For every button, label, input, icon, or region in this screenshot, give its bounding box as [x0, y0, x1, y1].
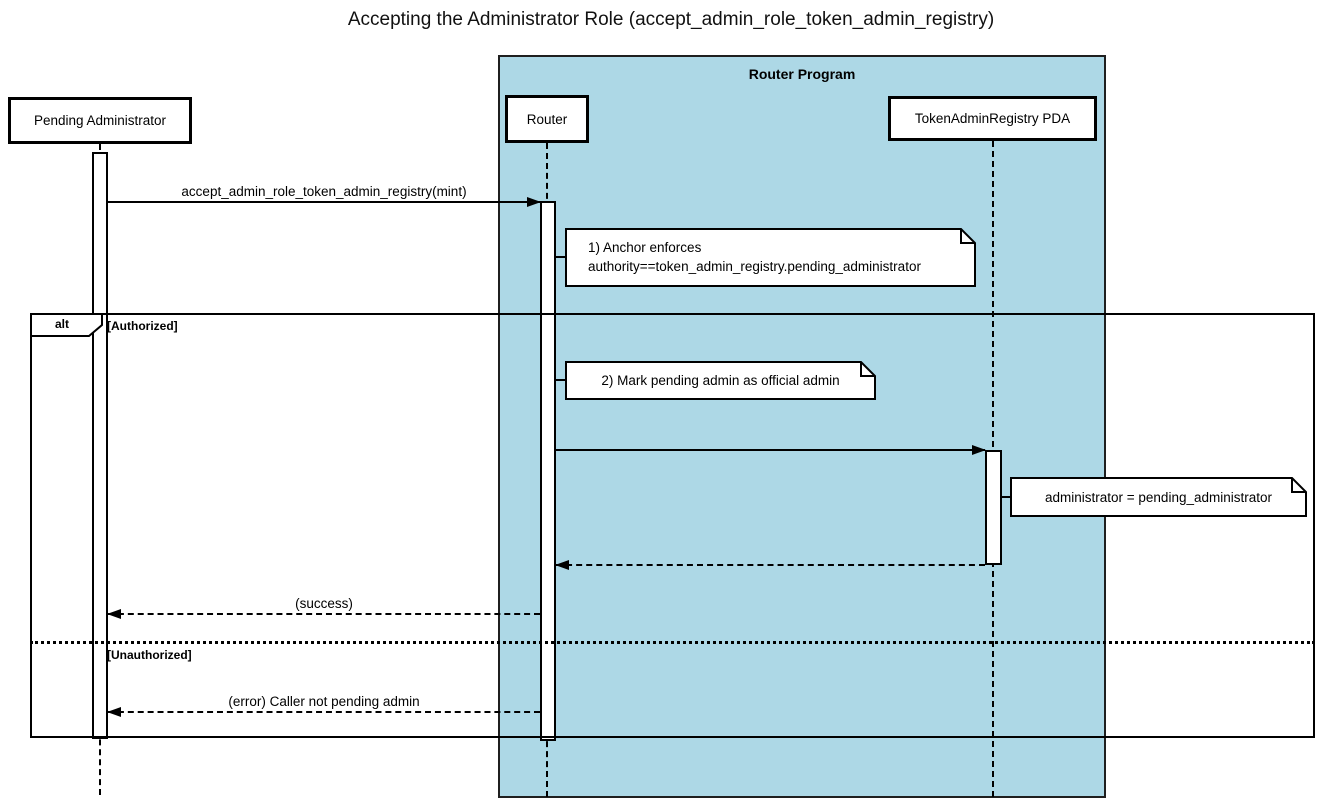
message-accept-admin-role-call-label: accept_admin_role_token_admin_registry(m… [181, 184, 467, 199]
arrowhead-right-icon [972, 445, 986, 455]
router-program-label: Router Program [748, 66, 856, 82]
note-shape [565, 228, 976, 287]
note1-connector [555, 256, 566, 258]
activation-pending-administrator [92, 152, 108, 739]
note-mark-pending-admin-text: 2) Mark pending admin as official admin [601, 373, 840, 388]
activation-router [540, 201, 556, 741]
router-program-frame: Router Program [498, 55, 1106, 798]
arrowhead-left-icon [555, 560, 569, 570]
note2-connector [555, 379, 566, 381]
message-success-return: (success) [107, 596, 540, 619]
alt-operator-pentagon [30, 313, 103, 337]
note-anchor-enforces-text: 1) Anchor enforces authority==token_admi… [565, 228, 976, 276]
note-mark-pending-admin: 2) Mark pending admin as official admin [565, 361, 876, 400]
note-shape [1010, 477, 1307, 517]
alt-divider [30, 641, 1315, 644]
activation-token-admin-registry-pda [985, 450, 1002, 565]
note-administrator-assignment: administrator = pending_administrator [1010, 477, 1307, 517]
message-success-label: (success) [295, 596, 353, 611]
note-shape [565, 361, 876, 400]
message-pda-return [555, 560, 985, 570]
arrowhead-left-icon [107, 707, 121, 717]
arrowhead-left-icon [107, 609, 121, 619]
participant-pending-administrator: Pending Administrator [8, 97, 192, 144]
alt-operator-label: alt [54, 317, 69, 331]
message-error-return: (error) Caller not pending admin [107, 694, 540, 717]
participant-token-admin-registry-pda-label: TokenAdminRegistry PDA [914, 111, 1071, 126]
message-error-label: (error) Caller not pending admin [228, 694, 420, 709]
participant-router: Router [505, 95, 589, 143]
note-administrator-assignment-text: administrator = pending_administrator [1045, 489, 1272, 505]
arrowhead-right-icon [527, 197, 541, 207]
note-anchor-enforces: 1) Anchor enforces authority==token_admi… [565, 228, 976, 287]
participant-router-label: Router [526, 111, 568, 127]
note-anchor-enforces-line2: authority==token_admin_registry.pending_… [588, 259, 921, 274]
diagram-title: Accepting the Administrator Role (accept… [347, 9, 995, 30]
alt-fragment-frame: alt [Authorized] [Unauthorized] [30, 313, 1315, 738]
message-router-to-pda [556, 445, 986, 455]
note3-connector [1001, 496, 1011, 498]
note-anchor-enforces-line1: 1) Anchor enforces [588, 240, 702, 255]
alt-guard-unauthorized: [Unauthorized] [107, 648, 192, 662]
participant-token-admin-registry-pda: TokenAdminRegistry PDA [888, 96, 1097, 141]
message-accept-admin-role-call: accept_admin_role_token_admin_registry(m… [108, 184, 541, 207]
participant-pending-administrator-label: Pending Administrator [33, 113, 167, 128]
alt-guard-authorized: [Authorized] [107, 319, 178, 333]
